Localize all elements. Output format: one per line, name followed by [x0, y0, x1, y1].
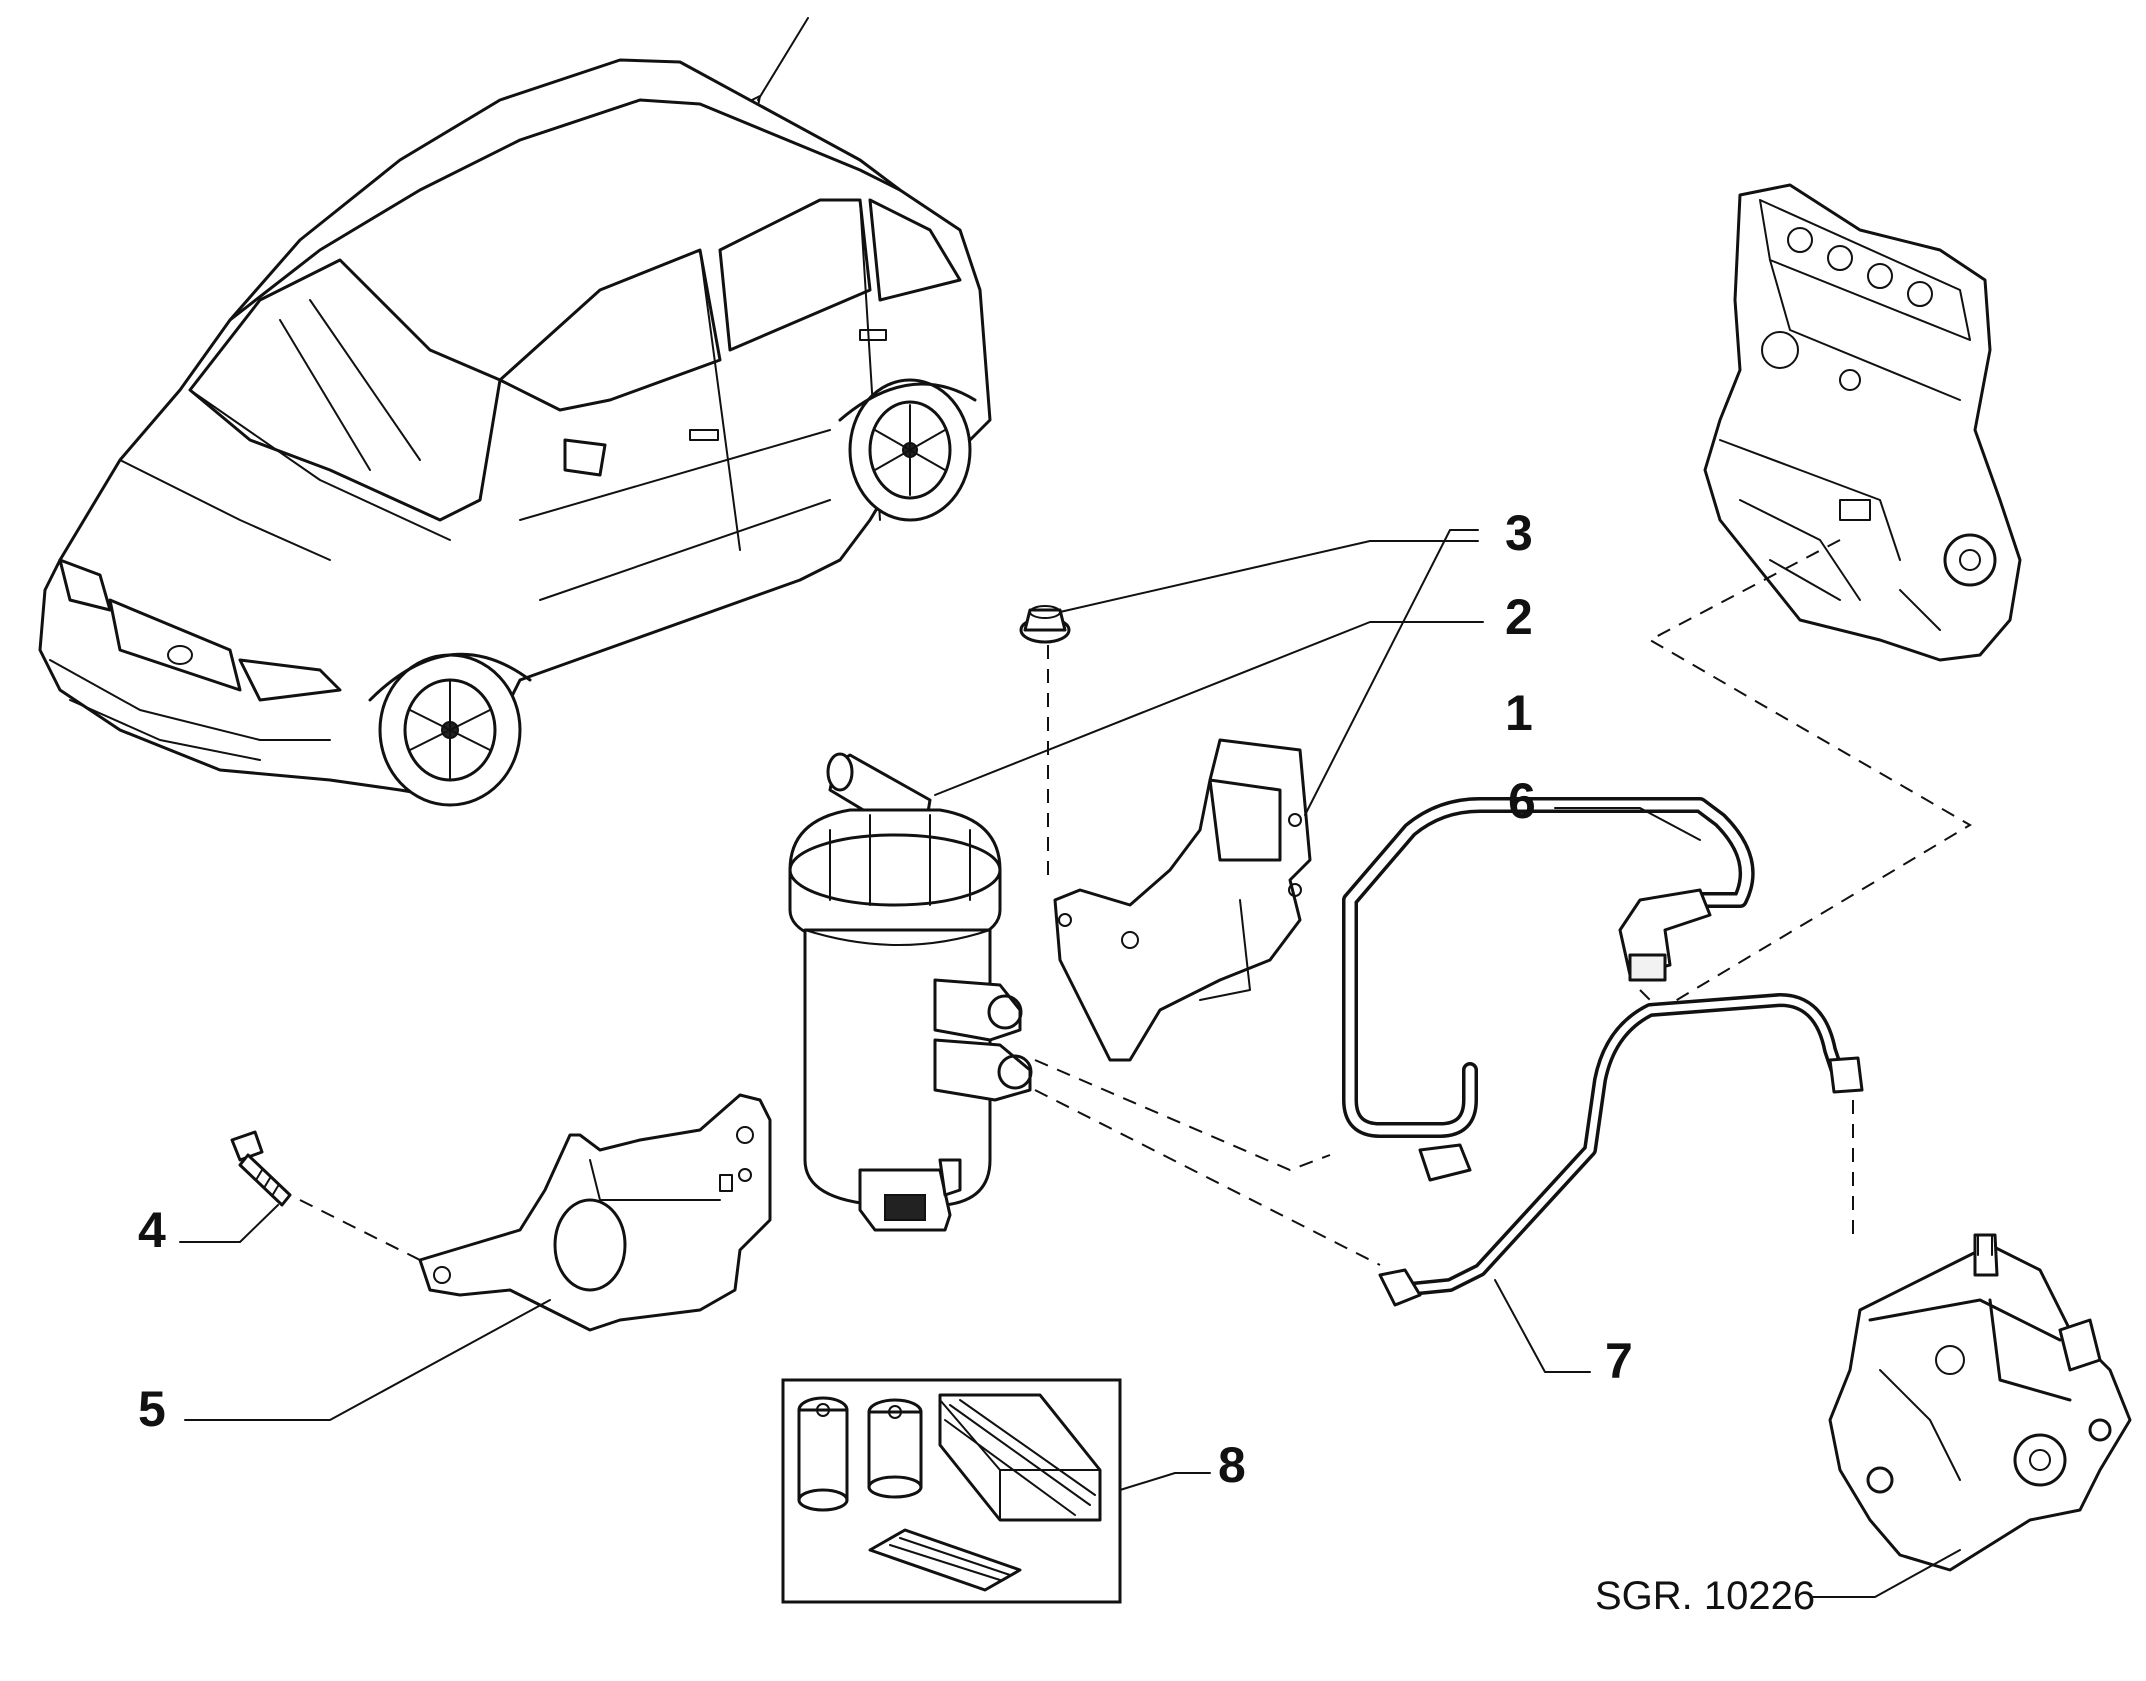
- callout-label-7: 7: [1605, 1333, 1633, 1389]
- callout-label-1: 1: [1505, 685, 1533, 741]
- fuel-filter-illustration: [788, 752, 1033, 1232]
- leader-line-1: [1304, 529, 1479, 816]
- filter-kit-illustration: [781, 1378, 1122, 1604]
- leader-line-7: [1494, 1279, 1591, 1373]
- bolt-illustration: [230, 1130, 292, 1207]
- bracket-1-illustration: [1053, 738, 1312, 1062]
- callout-label-3: 3: [1505, 505, 1533, 561]
- leader-line-6: [1554, 807, 1701, 841]
- leader-line-3: [1059, 540, 1479, 613]
- callout-label-5: 5: [138, 1381, 166, 1437]
- drawing-reference: SGR. 10226: [1595, 1574, 1816, 1618]
- leader-line-8: [1119, 1472, 1211, 1491]
- pipe-6-illustration: [1342, 797, 1755, 1182]
- leader-line-4: [179, 1204, 279, 1243]
- fuel-pump-illustration: [1828, 1233, 2132, 1572]
- callout-label-8: 8: [1218, 1437, 1246, 1493]
- callout-label-2: 2: [1505, 589, 1533, 645]
- leader-line-5: [184, 1299, 551, 1421]
- pipe-7-illustration: [1378, 993, 1864, 1307]
- nut-illustration: [1019, 605, 1071, 644]
- leader-line-2: [934, 621, 1484, 796]
- engine-illustration: [1703, 183, 2022, 662]
- vehicle-illustration: [38, 17, 992, 807]
- leader-line-ref: [1812, 1549, 1961, 1598]
- callout-label-4: 4: [138, 1202, 166, 1258]
- callout-label-6: 6: [1508, 773, 1536, 829]
- bracket-5-illustration: [418, 1093, 772, 1332]
